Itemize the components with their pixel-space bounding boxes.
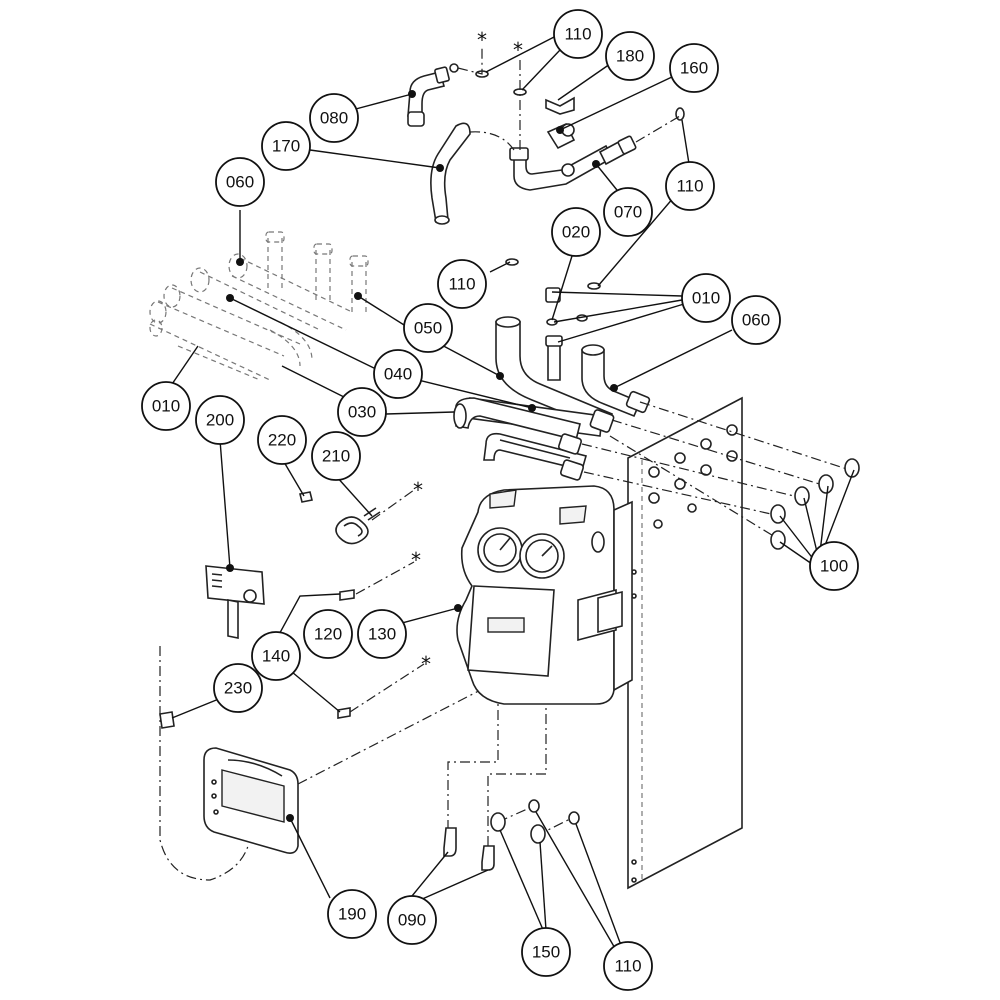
callout-label: 040 — [384, 365, 412, 384]
callout-bubble-220: 220 — [257, 415, 307, 465]
callout-label: 180 — [616, 47, 644, 66]
callout-label: 090 — [398, 911, 426, 930]
callout-label: 110 — [448, 275, 475, 294]
callout-bubble-030: 030 — [337, 387, 387, 437]
callout-label: 080 — [320, 109, 348, 128]
pump-station — [456, 485, 633, 705]
callout-label: 050 — [414, 319, 442, 338]
callout-label: 200 — [206, 411, 234, 430]
callout-bubble-210: 210 — [311, 431, 361, 481]
callout-bubble-110: 110 — [553, 9, 603, 59]
callout-label: 010 — [692, 289, 720, 308]
star-mark: * — [413, 478, 423, 502]
callout-bubble-230: 230 — [213, 663, 263, 713]
callout-label: 170 — [272, 137, 300, 156]
callout-bubble-100: 100 — [809, 541, 859, 591]
callout-bubble-140: 140 — [251, 631, 301, 681]
callout-label: 110 — [614, 957, 641, 976]
callout-label: 140 — [262, 647, 290, 666]
display-unit — [205, 565, 265, 639]
star-mark: * — [477, 28, 487, 52]
callout-label: 030 — [348, 403, 376, 422]
star-mark: * — [421, 652, 431, 676]
callout-bubble-070: 070 — [603, 187, 653, 237]
callout-label: 150 — [532, 943, 560, 962]
callout-label: 110 — [564, 25, 591, 44]
callout-label: 020 — [562, 223, 590, 242]
controller — [203, 747, 299, 854]
callout-bubble-040: 040 — [373, 349, 423, 399]
callout-bubble-160: 160 — [669, 43, 719, 93]
callout-bubble-060: 060 — [731, 295, 781, 345]
callout-label: 220 — [268, 431, 296, 450]
callout-label: 010 — [152, 397, 180, 416]
callout-label: 190 — [338, 905, 366, 924]
callout-bubble-020: 020 — [551, 207, 601, 257]
callout-bubble-110: 110 — [437, 259, 487, 309]
callout-label: 100 — [820, 557, 848, 576]
callout-label: 120 — [314, 625, 342, 644]
star-mark: * — [513, 38, 523, 62]
mounting-plate — [627, 396, 743, 890]
callout-bubble-110: 110 — [603, 941, 653, 991]
callout-bubble-150: 150 — [521, 927, 571, 977]
callout-label: 160 — [680, 59, 708, 78]
callout-bubble-200: 200 — [195, 395, 245, 445]
callout-bubble-110: 110 — [665, 161, 715, 211]
callout-label: 110 — [676, 177, 703, 196]
callout-bubble-190: 190 — [327, 889, 377, 939]
alignment-lines — [159, 48, 851, 881]
callout-bubble-170: 170 — [261, 121, 311, 171]
leader-lines — [167, 35, 855, 951]
callout-label: 230 — [224, 679, 252, 698]
callout-bubble-080: 080 — [309, 93, 359, 143]
star-mark: * — [411, 548, 421, 572]
callout-bubble-120: 120 — [303, 609, 353, 659]
callout-bubble-050: 050 — [403, 303, 453, 353]
callout-bubble-010: 010 — [681, 273, 731, 323]
callout-label: 130 — [368, 625, 396, 644]
callout-bubble-130: 130 — [357, 609, 407, 659]
star-marks: * * * * * — [411, 28, 523, 676]
callout-label: 060 — [226, 173, 254, 192]
callout-label: 210 — [322, 447, 350, 466]
callout-bubble-010: 010 — [141, 381, 191, 431]
callout-bubble-090: 090 — [387, 895, 437, 945]
small-parts — [159, 458, 860, 871]
callout-bubble-180: 180 — [605, 31, 655, 81]
callout-bubble-060: 060 — [215, 157, 265, 207]
callout-label: 060 — [742, 311, 770, 330]
ghost-manifold — [149, 231, 369, 381]
callout-label: 070 — [614, 203, 642, 222]
